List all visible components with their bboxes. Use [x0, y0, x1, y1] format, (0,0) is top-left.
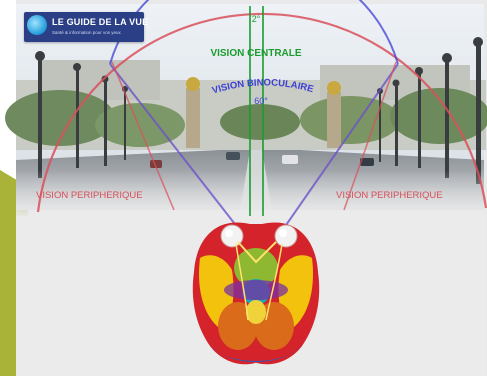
binocular-angle-label: 60°	[254, 96, 268, 106]
peripheral-vision-left-label: VISION PERIPHERIQUE	[36, 190, 143, 201]
logo-title: LE GUIDE DE LA VUE	[52, 17, 148, 27]
brain-illustration	[193, 222, 319, 364]
logo-subtitle: Santé & information pour vos yeux	[52, 30, 121, 35]
right-eye	[275, 225, 297, 247]
central-angle-label: 2°	[252, 14, 261, 24]
central-vision-label: VISION CENTRALE	[210, 48, 301, 59]
site-logo[interactable]: LE GUIDE DE LA VUE Santé & information p…	[24, 12, 144, 42]
eye-logo-icon	[27, 15, 47, 35]
peripheral-vision-right-label: VISION PERIPHERIQUE	[336, 190, 443, 201]
